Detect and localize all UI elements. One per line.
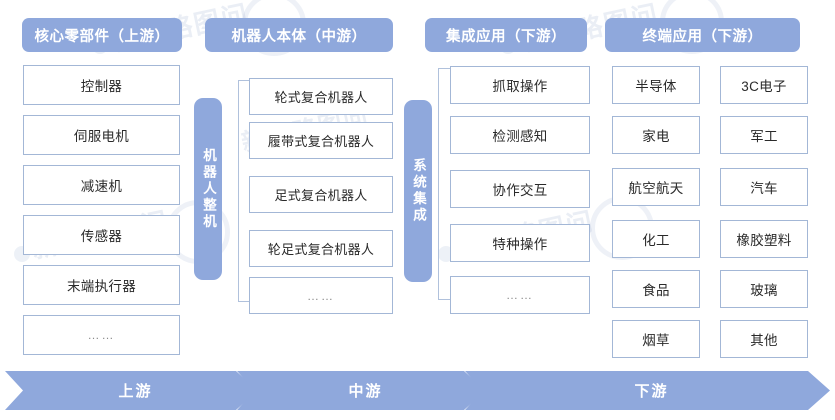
- item-box-ellipsis: ……: [23, 315, 180, 355]
- item-box: 军工: [720, 116, 808, 154]
- column-header-downstream-integrated-application: 集成应用（下游）: [425, 18, 587, 52]
- item-box: 协作交互: [450, 170, 590, 208]
- flow-arrow-downstream: 下游: [465, 371, 830, 410]
- item-box: 化工: [612, 220, 700, 258]
- column-header-upstream-core-components: 核心零部件（上游）: [22, 18, 182, 52]
- item-box: 履带式复合机器人: [249, 122, 393, 159]
- item-box-ellipsis: ……: [249, 277, 393, 314]
- item-box: 控制器: [23, 65, 180, 105]
- item-box: 玻璃: [720, 270, 808, 308]
- vertical-label-system-integration: 系统集成: [404, 100, 432, 282]
- item-box: 传感器: [23, 215, 180, 255]
- item-box: 航空航天: [612, 168, 700, 206]
- item-box: 食品: [612, 270, 700, 308]
- flow-arrow-label: 上游: [118, 383, 153, 400]
- item-box: 汽车: [720, 168, 808, 206]
- item-box: 家电: [612, 116, 700, 154]
- bracket-connector-midstream: [238, 80, 250, 302]
- flow-arrow-midstream: 中游: [237, 371, 486, 410]
- item-box-ellipsis: ……: [450, 276, 590, 314]
- bracket-connector-downstream: [438, 68, 450, 300]
- vertical-label-robot-complete-machine: 机器人整机: [194, 98, 222, 280]
- item-box: 烟草: [612, 320, 700, 358]
- item-box: 橡胶塑料: [720, 220, 808, 258]
- item-box: 半导体: [612, 66, 700, 104]
- item-box: 其他: [720, 320, 808, 358]
- item-box: 伺服电机: [23, 115, 180, 155]
- item-box: 轮足式复合机器人: [249, 230, 393, 267]
- item-box: 轮式复合机器人: [249, 78, 393, 115]
- item-box: 检测感知: [450, 116, 590, 154]
- flow-arrow-label: 中游: [348, 383, 383, 400]
- item-box: 3C电子: [720, 66, 808, 104]
- column-header-downstream-terminal-application: 终端应用（下游）: [605, 18, 800, 52]
- item-box: 减速机: [23, 165, 180, 205]
- item-box: 末端执行器: [23, 265, 180, 305]
- item-box: 足式复合机器人: [249, 176, 393, 213]
- flow-arrow-label: 下游: [634, 383, 669, 400]
- item-box: 抓取操作: [450, 66, 590, 104]
- column-header-midstream-robot-body: 机器人本体（中游）: [205, 18, 393, 52]
- item-box: 特种操作: [450, 224, 590, 262]
- flow-arrow-upstream: 上游: [5, 371, 258, 410]
